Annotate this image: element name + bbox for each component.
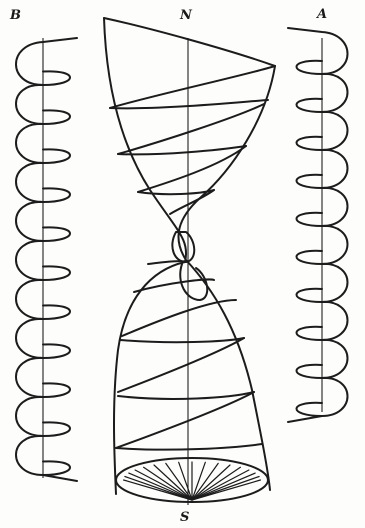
surface-right-profile	[178, 66, 275, 490]
surface-band	[116, 392, 254, 448]
helix-a	[288, 28, 348, 422]
fan-line	[144, 467, 192, 500]
helix-a-coil	[288, 28, 348, 422]
surface-band	[116, 444, 262, 450]
surface-band	[118, 338, 244, 392]
helix-b	[16, 38, 77, 481]
label-north: N	[180, 9, 192, 22]
label-a: A	[317, 8, 327, 21]
label-south: S	[180, 511, 189, 524]
label-b: B	[10, 9, 21, 22]
twisted-surface	[104, 18, 275, 505]
surface-band	[118, 392, 254, 399]
surface-left-profile	[104, 18, 186, 494]
surface-top-edge	[104, 18, 275, 66]
fan-line	[192, 467, 240, 500]
surface-waist-loop	[172, 232, 194, 262]
base-fan-lines	[124, 462, 261, 500]
helix-b-coil	[16, 38, 77, 481]
surface-band	[120, 338, 244, 342]
surface-band	[118, 146, 246, 154]
fan-line	[125, 477, 192, 501]
